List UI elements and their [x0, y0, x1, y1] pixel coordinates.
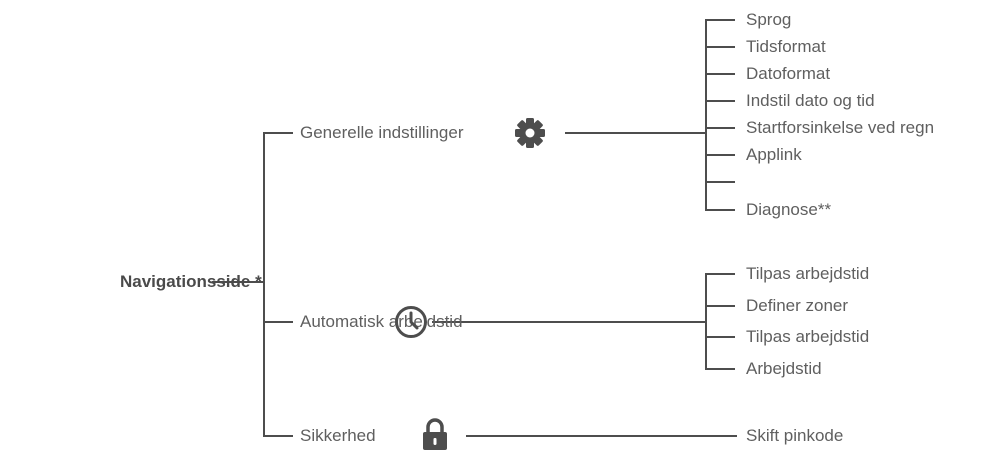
- root-node-label: Navigationsside *: [120, 272, 262, 291]
- general-settings-child-1: Sprog: [746, 10, 792, 29]
- branch-general-settings-label: Generelle indstillinger: [300, 123, 464, 142]
- gear-icon: [515, 118, 545, 148]
- automatic-worktime-child-4: Arbejdstid: [746, 359, 822, 378]
- automatic-worktime-child-3: Tilpas arbejdstid: [746, 327, 870, 346]
- general-settings-child-2: Tidsformat: [746, 37, 826, 56]
- padlock-icon: [423, 418, 447, 450]
- security-child-1: Skift pinkode: [746, 426, 844, 445]
- automatic-worktime-child-1: Tilpas arbejdstid: [746, 264, 870, 283]
- automatic-worktime-child-2: Definer zoner: [746, 296, 849, 315]
- general-settings-child-6: Applink: [746, 145, 802, 164]
- clock-icon: [395, 306, 427, 338]
- branch-security-label: Sikkerhed: [300, 426, 376, 445]
- general-settings-child-4: Indstil dato og tid: [746, 91, 875, 110]
- branch-automatic-worktime-label: Automatisk arbejdstid: [300, 312, 463, 331]
- general-settings-child-3: Datoformat: [746, 64, 831, 83]
- general-settings-child-7: Diagnose**: [746, 200, 832, 219]
- general-settings-child-5: Startforsinkelse ved regn: [746, 118, 935, 137]
